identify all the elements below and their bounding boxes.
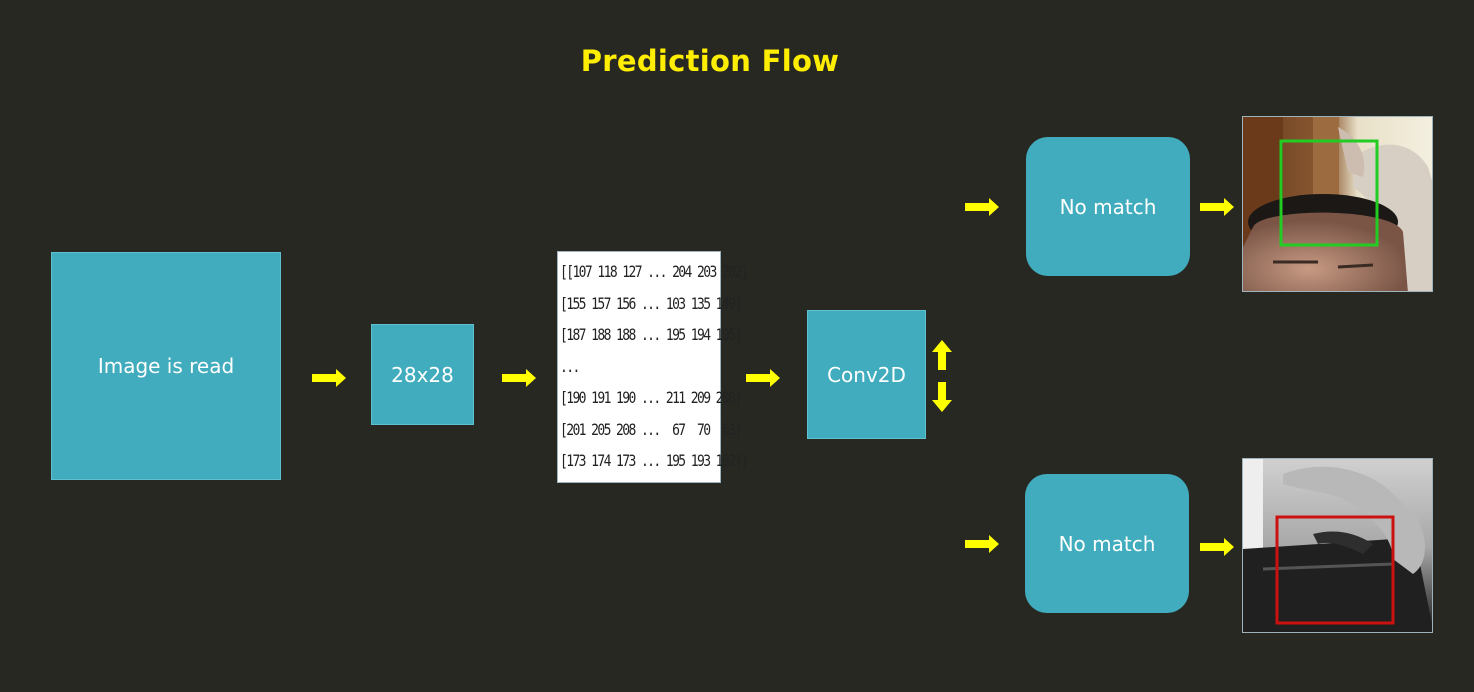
arrow-right-icon (746, 369, 780, 387)
resize-label: 28x28 (391, 362, 454, 387)
matrix-row: ... (560, 357, 580, 377)
image-read-box: Image is read (51, 252, 281, 480)
conv2d-label: Conv2D (827, 362, 906, 387)
arrow-right-icon (965, 535, 999, 553)
arrow-right-icon (1200, 198, 1234, 216)
arrow-right-icon (965, 198, 999, 216)
arrow-right-icon (502, 369, 536, 387)
resize-box: 28x28 (371, 324, 474, 425)
outcome-bottom-label: No match (1058, 531, 1156, 556)
arrow-right-icon (1200, 538, 1234, 556)
conv2d-box: Conv2D (807, 310, 926, 439)
matrix-row: [187 188 188 ... 195 194 195] (560, 326, 742, 345)
arrow-up-down-icon (932, 340, 952, 412)
matrix-row: [[107 118 127 ... 204 203 202] (560, 263, 748, 282)
image-read-label: Image is read (97, 354, 235, 378)
outcome-bottom-box: No match (1025, 474, 1189, 613)
matrix-row: [201 205 208 ... 67 70 63] (560, 420, 742, 440)
outcome-top-label: No match (1059, 194, 1157, 219)
diagram-title: Prediction Flow (580, 44, 840, 78)
pixel-matrix: [[107 118 127 ... 204 203 202] [155 157 … (557, 251, 748, 483)
detection-photo-bottom (1242, 458, 1433, 633)
matrix-row: [155 157 156 ... 103 135 149] (560, 294, 742, 314)
detection-photo-top (1242, 116, 1433, 292)
matrix-row: [173 174 173 ... 195 193 192]] (560, 452, 748, 471)
outcome-top-box: No match (1026, 137, 1190, 276)
matrix-row: [190 191 190 ... 211 209 208] (560, 389, 742, 408)
arrow-right-icon (312, 369, 346, 387)
